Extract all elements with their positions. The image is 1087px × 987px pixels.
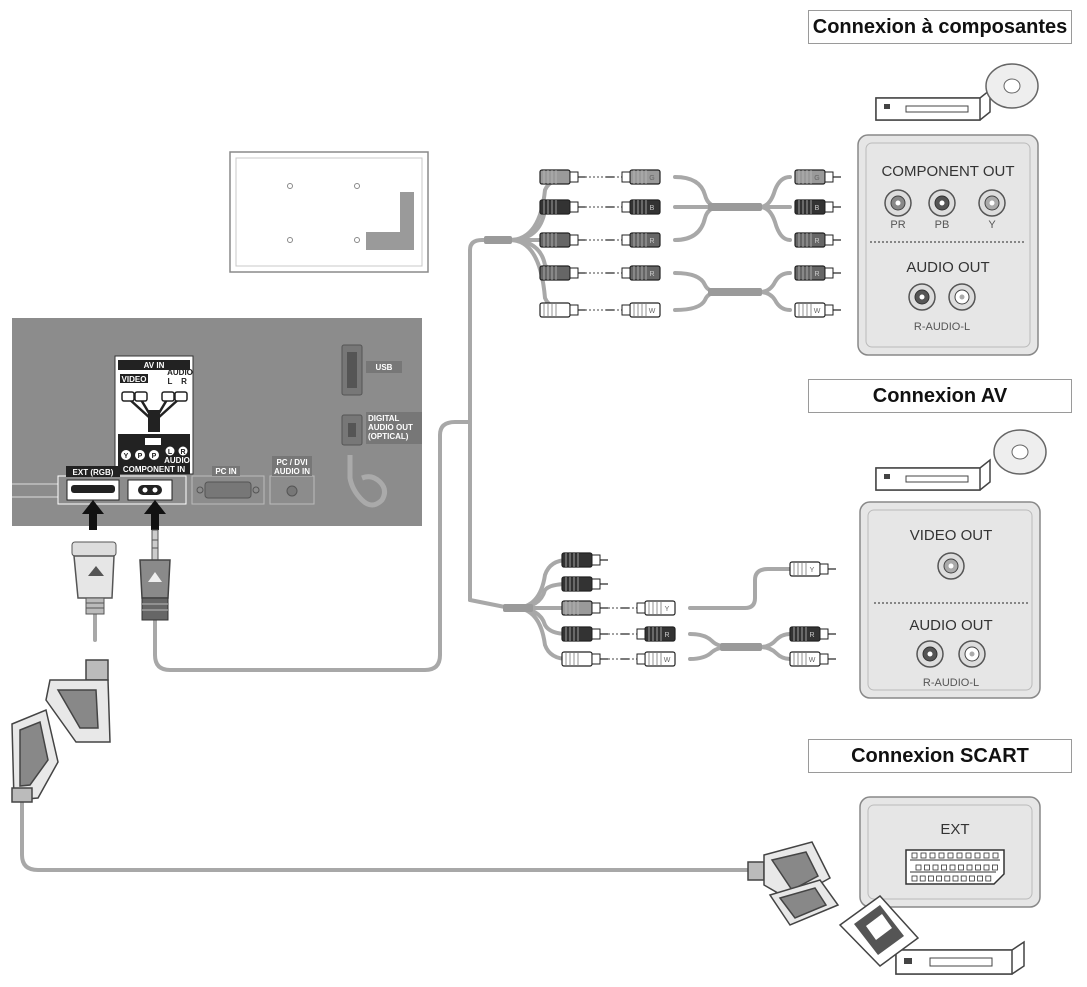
svg-text:P: P: [152, 453, 157, 460]
plug-mark-b: B: [815, 205, 820, 212]
av-plug-video-left: Y: [621, 600, 676, 616]
rca-plug-cable-left-2: R: [606, 232, 661, 248]
optical-label: (OPTICAL): [368, 432, 409, 441]
scart-device-panel: EXT: [859, 796, 1041, 908]
pr-label: PR: [890, 219, 905, 231]
plug-mark-y: Y: [810, 567, 815, 574]
rca-plug-cable-right-3: R: [794, 265, 841, 281]
plug-mark-r: R: [649, 238, 654, 245]
component-jacks: [884, 189, 1006, 217]
rca-plug-jack-1: [539, 199, 586, 215]
y-label: Y: [988, 219, 996, 231]
av-plug-audio-r-left: R: [621, 626, 676, 642]
l-label: L: [168, 377, 173, 386]
av-plug-jack-4: [561, 651, 608, 667]
av-plug-jack-2: [561, 600, 608, 616]
plug-mark-w: W: [649, 308, 656, 315]
dvd-player-component: [875, 63, 1039, 121]
plug-mark-r: R: [649, 271, 654, 278]
digital-label: DIGITAL: [368, 414, 400, 423]
av-plug-jack-3: [561, 626, 608, 642]
rca-plugs: G B R R W G B R R W Y R W Y R W: [539, 169, 841, 667]
av-plug-jack-1: [561, 576, 608, 592]
rca-plug-jack-2: [539, 232, 586, 248]
plug-mark-r: R: [664, 632, 669, 639]
plug-mark-r: R: [814, 271, 819, 278]
av-device-panel: VIDEO OUT AUDIO OUT R-AUDIO-L: [859, 501, 1041, 699]
heading-av-connection: Connexion AV: [808, 379, 1072, 413]
ext-label: EXT: [940, 821, 969, 838]
av-plug-audio-l-left: W: [621, 651, 676, 667]
heading-scart-connection: Connexion SCART: [808, 739, 1072, 773]
cable-scart: [20, 798, 750, 872]
plug-mark-w: W: [814, 308, 821, 315]
rca-plug-cable-right-1: B: [794, 199, 841, 215]
audio-out-label: AUDIO OUT: [368, 423, 413, 432]
av-plug-video-right: Y: [789, 561, 836, 577]
plug-mark-g: G: [814, 175, 819, 182]
pc-in-label: PC IN: [215, 467, 237, 476]
av-plug-jack-0: [561, 552, 608, 568]
audio-in-label: AUDIO IN: [274, 467, 310, 476]
rca-plug-cable-right-2: R: [794, 232, 841, 248]
tv-connection-panel: AV IN VIDEO AUDIO L R Y P P L R AUDIO: [12, 318, 422, 530]
video-label: VIDEO: [122, 375, 147, 384]
tv-rear-outline: [229, 151, 429, 273]
svg-text:Y: Y: [124, 453, 129, 460]
plug-mark-r: R: [809, 632, 814, 639]
plug-mark-w: W: [664, 657, 671, 664]
r-label: R: [181, 377, 187, 386]
svg-text:L: L: [168, 449, 173, 456]
rca-plug-cable-right-4: W: [794, 302, 841, 318]
video-out-label: VIDEO OUT: [910, 527, 993, 544]
scart-adapter-plug: [71, 541, 117, 615]
av-plug-audio-l-right: W: [789, 651, 836, 667]
plug-mark-w: W: [809, 657, 816, 664]
component-in-label: COMPONENT IN: [123, 465, 185, 474]
scart-pins: [911, 852, 999, 882]
pc-dvi-label: PC / DVI: [276, 458, 307, 467]
rca-plug-cable-right-0: G: [794, 169, 841, 185]
plug-mark-r: R: [814, 238, 819, 245]
plug-mark-g: G: [649, 175, 654, 182]
plug-mark-b: B: [650, 205, 655, 212]
usb-label: USB: [376, 363, 393, 372]
cable-av-trunk-lower: [153, 420, 472, 672]
vcr-player-scart: [838, 894, 1025, 975]
av-in-label: AV IN: [144, 361, 165, 370]
rca-plug-cable-left-3: R: [606, 265, 661, 281]
svg-text:AUDIO: AUDIO: [164, 456, 190, 465]
component-out-label: COMPONENT OUT: [881, 163, 1014, 180]
component-device-panel: COMPONENT OUT PR PB Y AUDIO OUT R-AUDIO-…: [857, 134, 1039, 356]
component-audio-out-label: AUDIO OUT: [906, 259, 989, 276]
svg-text:P: P: [138, 453, 143, 460]
svg-text:R: R: [180, 449, 185, 456]
av-3.5mm-plug: [139, 529, 171, 621]
plug-mark-y: Y: [665, 606, 670, 613]
rca-plug-jack-4: [539, 302, 586, 318]
av-r-audio-l-label: R-AUDIO-L: [923, 677, 979, 689]
ext-rgb-label: EXT (RGB): [73, 468, 114, 477]
scart-connector-left: [11, 659, 111, 803]
pb-label: PB: [935, 219, 950, 231]
av-audio-out-label: AUDIO OUT: [909, 617, 992, 634]
audio-label: AUDIO: [167, 368, 193, 377]
rca-plug-jack-3: [539, 265, 586, 281]
cable-trunk-vertical: [468, 238, 507, 602]
rca-plug-cable-left-1: B: [606, 199, 661, 215]
rca-plug-cable-left-0: G: [606, 169, 661, 185]
rca-plug-cable-left-4: W: [606, 302, 661, 318]
scart-connector-right: [747, 841, 840, 926]
rca-plug-jack-0: [539, 169, 586, 185]
component-r-audio-l-label: R-AUDIO-L: [914, 321, 970, 333]
heading-component-connection: Connexion à composantes: [808, 10, 1072, 44]
dvd-player-av: [875, 429, 1047, 491]
av-plug-audio-r-right: R: [789, 626, 836, 642]
